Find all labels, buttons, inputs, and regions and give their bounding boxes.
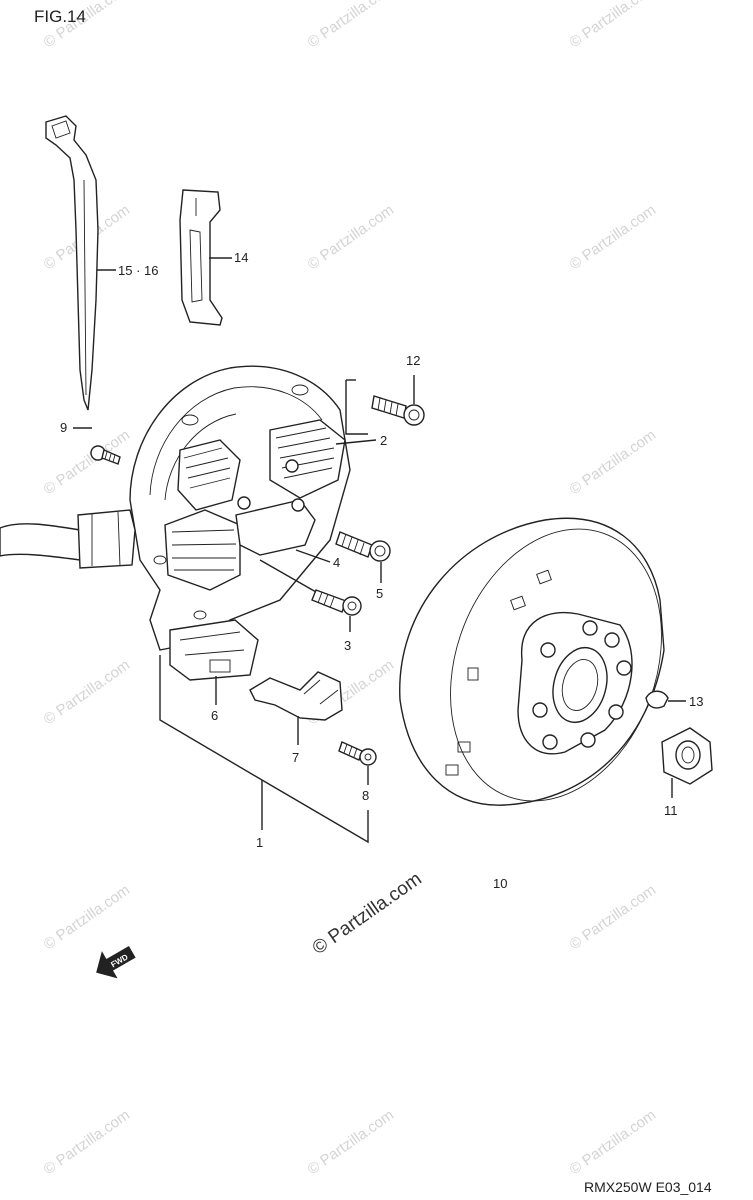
callout-11: 11	[664, 803, 678, 818]
woodruff-key-part	[645, 690, 669, 709]
screw-9-part	[90, 445, 121, 465]
callout-6: 6	[211, 708, 218, 723]
center-watermark: © Partzilla.com	[309, 868, 426, 959]
leader-line	[259, 559, 317, 593]
screw-5-part	[335, 531, 391, 562]
figure-title: FIG.14	[34, 7, 86, 26]
callout-13: 13	[689, 694, 703, 709]
watermark: © Partzilla.com	[567, 0, 660, 51]
stator-coil	[177, 419, 346, 511]
leader-line	[335, 439, 377, 445]
callout-14: 14	[234, 250, 248, 265]
bracket-part	[249, 671, 343, 721]
watermark: © Partzilla.com	[567, 201, 660, 273]
watermark: © Partzilla.com	[567, 1106, 660, 1178]
watermark: © Partzilla.com	[567, 881, 660, 953]
pickup-coil	[164, 509, 241, 591]
flywheel-rotor-part	[399, 517, 665, 806]
leader-bracket	[345, 380, 368, 435]
watermark: © Partzilla.com	[567, 426, 660, 498]
flange-nut-part	[661, 727, 713, 785]
callout-10: 10	[493, 876, 507, 891]
callout-8: 8	[362, 788, 369, 803]
callout-5: 5	[376, 586, 383, 601]
fwd-arrow-icon: FWD	[96, 945, 136, 979]
callout-4: 4	[333, 555, 340, 570]
screw-8-part	[338, 741, 377, 766]
watermark: © Partzilla.com	[305, 201, 398, 273]
watermark: © Partzilla.com	[305, 1106, 398, 1178]
watermark: © Partzilla.com	[41, 426, 134, 498]
callout-1: 1	[256, 835, 263, 850]
callout-9: 9	[60, 420, 67, 435]
callout-12: 12	[406, 353, 420, 368]
leader-line	[295, 549, 331, 563]
callout-7: 7	[292, 750, 299, 765]
cdi-unit-part	[169, 619, 259, 681]
callout-3: 3	[344, 638, 351, 653]
watermark: © Partzilla.com	[41, 881, 134, 953]
callout-15-16: 15 · 16	[118, 263, 158, 278]
cable-tie-part	[45, 115, 99, 411]
callout-2: 2	[380, 433, 387, 448]
stator-assembly	[129, 365, 351, 651]
diagram-code: RMX250W E03_014	[584, 1179, 712, 1195]
screw-3-part	[311, 589, 362, 616]
watermark: © Partzilla.com	[305, 0, 398, 51]
wire-harness	[0, 509, 136, 569]
clamp-part	[179, 189, 223, 326]
watermark: © Partzilla.com	[41, 656, 134, 728]
screw-12-part	[371, 395, 425, 426]
watermark: © Partzilla.com	[41, 1106, 134, 1178]
